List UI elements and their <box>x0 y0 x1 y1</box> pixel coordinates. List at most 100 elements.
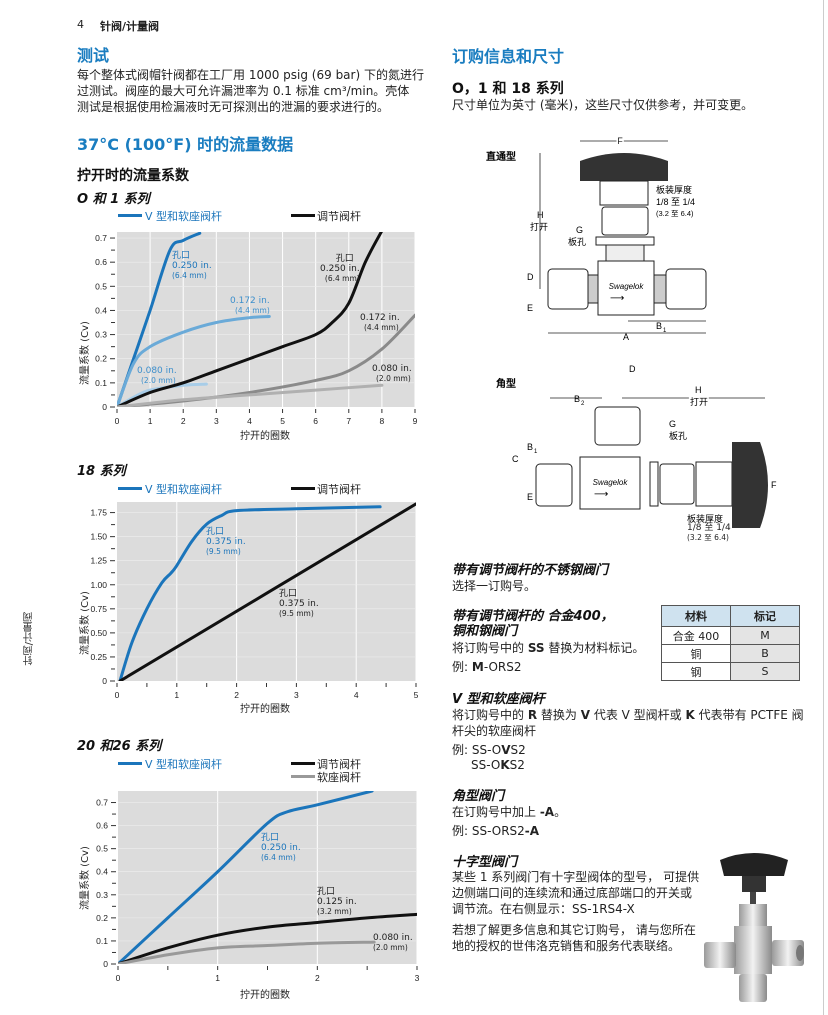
annot-line: 0.080 in. <box>373 933 413 943</box>
table-row: 铜 B <box>661 644 800 663</box>
angle-valve-diagram: 角型 B 2 D H 打开 Swagelok ⟶ G 板孔 B 1 C E F … <box>496 364 777 528</box>
straight-label: 直通型 <box>486 150 516 163</box>
chart3-legend-gray-swatch <box>291 775 315 778</box>
annot-line: 0.250 in. <box>261 843 301 853</box>
text-bold: -A <box>539 805 555 819</box>
chart2-y-tick-label: 0.25 <box>90 652 107 662</box>
chart2-legend-blue-swatch <box>118 487 142 490</box>
contact-line-1: 若想了解更多信息和其它订购号， 请与您所在 <box>452 923 696 937</box>
text: 将订购号中的 <box>452 708 528 722</box>
dim-f: F <box>617 136 623 146</box>
contact-line-2: 地的授权的世伟洛克销售和服务代表联络。 <box>452 939 681 953</box>
chart1-y-tick-label: 0.5 <box>95 281 107 291</box>
chart3-series-2 <box>118 912 417 964</box>
chart2-x-tick-label: 1 <box>174 690 179 700</box>
chart2-legend-black: 调节阀杆 <box>317 483 361 496</box>
chart1-x-tick-label: 7 <box>346 416 351 426</box>
text: 例: <box>452 824 472 838</box>
left-thread <box>587 274 599 304</box>
panel-thickness: 板装厚度 <box>687 513 723 524</box>
annot-line: 孔口 <box>317 887 336 897</box>
annot-line: (3.2 mm) <box>317 907 352 916</box>
angle-thickness-values: 1/8 至 1/4 (3.2 至 6.4) <box>687 523 731 543</box>
chart2-title: 18 系列 <box>77 464 126 479</box>
text-bold: R <box>527 708 538 722</box>
dim-b2: B <box>574 394 580 404</box>
chart1-legend-black: 调节阀杆 <box>317 210 361 223</box>
chart2-legend-blue: V 型和软座阀杆 <box>145 483 223 496</box>
bonnet-thread <box>605 244 645 262</box>
dim-a: A <box>623 332 629 342</box>
flow-coefficient-subtitle: 拧开时的流量系数 <box>77 168 189 184</box>
dim-e: E <box>527 303 533 313</box>
chart3-x-tick-label: 1 <box>215 973 220 983</box>
annot-line: 0.125 in. <box>317 897 357 907</box>
chart2-annot-blue-375: 孔口 0.375 in. (9.5 mm) <box>206 527 246 557</box>
panel-hole: 板孔 <box>568 236 586 247</box>
chart3-legend-gray: 软座阀杆 <box>317 771 361 784</box>
chart2-x-tick-label: 0 <box>115 690 120 700</box>
vstem-example-2: SS-OKS2 <box>471 757 525 773</box>
chart2-x-tick-label: 2 <box>234 690 239 700</box>
chart3-y-tick-label: 0 <box>103 959 108 969</box>
brand-logo: Swagelok <box>593 478 629 487</box>
dim-b2-sub: 2 <box>581 401 585 407</box>
annot-line: (4.4 mm) <box>235 306 270 315</box>
dim-d: D <box>527 272 534 282</box>
chart2-y-tick-label: 0 <box>102 676 107 686</box>
text: SS-O <box>471 758 501 772</box>
stem <box>695 461 733 507</box>
chart3-y-tick-label: 0.3 <box>96 890 108 900</box>
ss-regulating-title: 带有调节阀杆的不锈钢阀门 <box>452 563 609 578</box>
chart1-x-tick-label: 3 <box>214 416 219 426</box>
valve-body <box>734 934 772 974</box>
panel-nut <box>601 206 649 236</box>
chart1-annot-blue-250: 孔口 0.250 in. (6.4 mm) <box>172 251 212 281</box>
dim-h-open: 打开 <box>530 221 548 232</box>
left-nut <box>547 268 589 310</box>
text: 。 <box>554 805 567 819</box>
chart1-y-tick-label: 0.3 <box>95 330 107 340</box>
units-note: 尺寸单位为英寸 (毫米)，这些尺寸仅供参考，并可变更。 <box>452 98 754 112</box>
cell-material: 钢 <box>661 662 731 681</box>
chart1-legend-blue-swatch <box>118 214 142 217</box>
dim-f: F <box>771 480 777 490</box>
chart3-y-tick-label: 0.2 <box>96 913 108 923</box>
annot-line: 0.172 in. <box>360 313 400 323</box>
testing-line-3: 测试是根据使用检漏液时无可探测出的泄漏的要求进行的。 <box>77 100 390 114</box>
chart1-y-tick-label: 0.4 <box>95 305 107 315</box>
knob-icon <box>720 853 788 876</box>
text-bold: V <box>580 708 591 722</box>
annot-line: 0.080 in. <box>372 364 412 374</box>
dim-b1-sub: 1 <box>663 328 667 334</box>
panel-hole: 板孔 <box>669 430 687 441</box>
angle-valve-text: 在订购号中加上 -A。 <box>452 804 566 820</box>
series-title: O，1 和 18 系列 <box>452 81 564 97</box>
chart3-legend-blue: V 型和软座阀杆 <box>145 758 223 771</box>
chart1-annot-gray-172: 0.172 in. (4.4 mm) <box>360 313 400 333</box>
dim-b1: B <box>656 321 662 331</box>
chart3-x-tick-label: 3 <box>415 973 420 983</box>
left-nut <box>535 463 573 507</box>
panel-washer <box>649 461 659 507</box>
annot-line: 0.250 in. <box>172 261 212 271</box>
annot-line: 0.375 in. <box>279 599 319 609</box>
ss-regulating-text: 选择一订购号。 <box>452 579 537 593</box>
chart1-annot-blue-080: 0.080 in. (2.0 mm) <box>137 366 177 386</box>
chart1-series-1 <box>117 232 202 407</box>
annot-line: 0.375 in. <box>206 537 246 547</box>
alloy-title-1: 带有调节阀杆的 合金400， <box>452 609 614 624</box>
chart2-legend-black-swatch <box>291 487 315 490</box>
knob-icon <box>732 442 768 528</box>
chart1-y-tick-label: 0 <box>102 402 107 412</box>
chart1-annot-black-250: 孔口 0.250 in. (6.4 mm) <box>320 254 360 284</box>
annot-line: (9.5 mm) <box>206 547 241 556</box>
page-right-border <box>823 0 824 1015</box>
chart1-title: O 和 1 系列 <box>77 192 150 207</box>
text-bold: V <box>501 743 511 757</box>
testing-line-2: 过测试。阀座的最大可允许漏泄率为 0.1 标准 cm³/min。壳体 <box>77 84 410 98</box>
cross-valve-line-1: 某些 1 系列阀门有十字型阀体的型号， 可提供 <box>452 870 700 884</box>
dim-c: C <box>512 454 519 464</box>
flow-arrow-icon: ⟶ <box>594 489 608 500</box>
